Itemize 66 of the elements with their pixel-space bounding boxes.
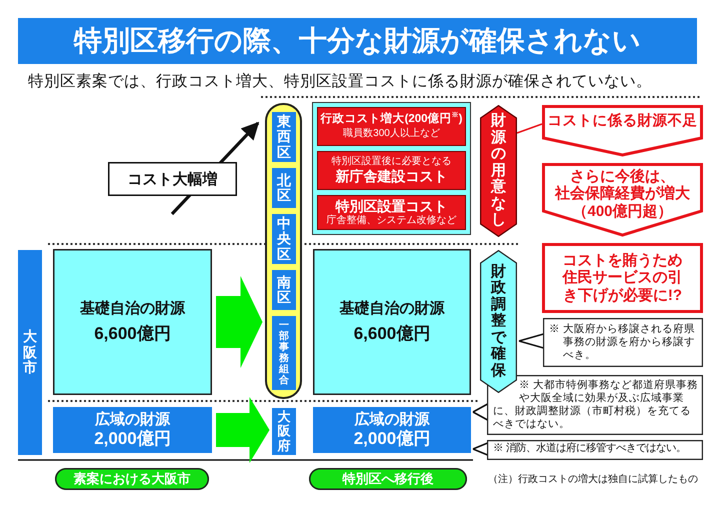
block-arrow [216, 276, 262, 368]
ward-name: 一部事務組合 [279, 320, 289, 386]
connector-line [516, 123, 542, 134]
cost-panel [312, 102, 471, 235]
tag-text: 財政調整で確保 [491, 264, 506, 380]
speech-bubble [487, 440, 703, 460]
city-bar [18, 250, 42, 455]
cost-detail: 庁舎整備、システム改修など [326, 214, 456, 227]
callout-pointer [472, 403, 488, 421]
revenue-panel [313, 249, 471, 395]
period-label: 素案における大阪市 [74, 471, 190, 487]
note-text: （注）行政コストの増大は独自に試算したもの [488, 472, 698, 486]
warning-frame [542, 243, 703, 313]
tag-text: 財源の用意なし [491, 113, 506, 229]
note-text: ※ 大阪府から移譲される府県事務の財源を府から移譲すべき。 [549, 323, 696, 362]
callout-pointer [472, 442, 488, 456]
revenue-title: 基礎自治の財源 [80, 300, 185, 318]
revenue-amount: 2,000億円 [94, 428, 171, 450]
prefecture-name: 大阪府 [278, 410, 290, 453]
hexagon-tag [480, 105, 517, 237]
ward-name: 北区 [277, 172, 291, 204]
revenue-amount: 6,600億円 [354, 324, 430, 344]
hexagon-tag [480, 250, 517, 393]
revenue-title: 基礎自治の財源 [340, 300, 444, 318]
ward-tile [272, 316, 296, 390]
revenue-amount: 6,600億円 [94, 324, 171, 344]
ward-name: 中央区 [277, 216, 291, 262]
ward-tile [272, 270, 296, 310]
callout-text: さらに今後は、社会保障経費が増大（400億円超） [554, 168, 691, 220]
cost-title: 行政コスト増大(200億円$^{※}$) [320, 113, 462, 127]
warning-text: コストを賄うため住民サービスの引き下げが必要に!? [561, 252, 684, 304]
callout-text: コストに係る財源不足 [548, 113, 698, 130]
revenue-amount: 2,000億円 [354, 428, 430, 450]
speech-bubble [543, 318, 703, 367]
city-name: 大阪市 [23, 329, 37, 376]
cost-detail: 職員数300人以上など [343, 128, 440, 140]
period-label: 特別区へ移行後 [342, 471, 434, 487]
revenue-title: 広域の財源 [354, 410, 430, 429]
cost-title: 新庁舎建設コスト [336, 168, 448, 185]
prefecture-tile [272, 408, 296, 455]
ward-tile [272, 168, 296, 208]
revenue-title: 広域の財源 [95, 410, 170, 429]
ward-name: 南区 [277, 274, 291, 306]
note-text: ※ 消防、水道は府に移管すべきではない。 [493, 443, 687, 456]
pentagon-callout [542, 105, 703, 157]
revenue-panel [313, 407, 471, 453]
ward-tile [272, 112, 296, 162]
block-arrow [216, 397, 270, 463]
title-text: 特別区移行の際、十分な財源が確保されない [74, 24, 641, 58]
note-text: ※ 大都市特例事務など都道府県事務や大阪全域に効果が及ぶ広域事業に、財政調整財源（市町村税）を充てるべきではない。 [493, 379, 698, 432]
cost-title: 特別区設置コスト [336, 198, 448, 214]
edge-label: コスト大幅増 [128, 170, 218, 188]
ward-tile [272, 214, 296, 264]
ward-column [265, 103, 302, 399]
callout-pointer [518, 333, 544, 349]
revenue-panel [53, 407, 212, 453]
cost-item [317, 107, 466, 146]
period-pill [55, 468, 209, 490]
revenue-panel [53, 249, 212, 395]
pentagon-callout [542, 163, 703, 237]
cost-item [317, 151, 466, 190]
period-pill [309, 468, 467, 490]
cost-detail: 特別区設置後に必要となる [332, 156, 452, 168]
subtitle-text: 特別区素案では、行政コスト増大、特別区設置コストに係る財源が確保されていない。 [28, 72, 652, 92]
ward-name: 東西区 [277, 114, 291, 160]
cost-item [317, 195, 466, 230]
